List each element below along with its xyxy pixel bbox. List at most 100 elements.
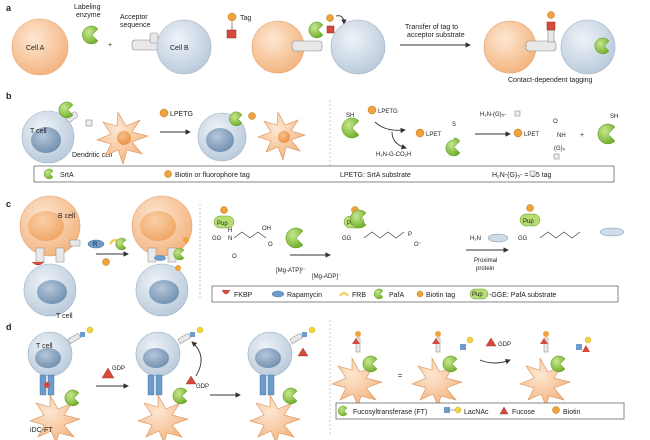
n-label-1: N [228, 236, 232, 242]
nh-label: NH [557, 133, 566, 139]
tag-icon: Tag [226, 12, 251, 39]
legend-rapamycin: Rapamycin [287, 292, 322, 299]
legend-frb: FRB [352, 292, 366, 299]
t-cell-label-d: T cell [36, 343, 53, 350]
acceptor-label-1: Acceptor [120, 14, 148, 21]
legend-b: SrtA Biotin or fluorophore tag LPETG: Sr… [33, 165, 615, 183]
legend-pup: Pup [472, 292, 483, 298]
contact-tagging-label: Contact-dependent tagging [508, 77, 593, 84]
fucose-icon-1 [101, 367, 115, 379]
mg-adp-label: [Mg-ADP]⁻ [312, 274, 341, 280]
ft-reaction-detail: = GDP [331, 331, 592, 407]
h2n-label-c: H₂N [470, 236, 481, 242]
legend-fucosyltransferase: Fucosyltransferase (FT) [353, 409, 427, 416]
gg-label-3: GG [518, 236, 528, 242]
legend-lpetg: LPETG: SrtA substrate [340, 172, 411, 179]
labeling-enzyme-label-1: Labeling [74, 4, 101, 11]
plus-sign-b: + [580, 132, 584, 139]
sh-label-2: SH [610, 114, 618, 120]
d-cell-pair-3 [247, 326, 316, 440]
cell-a: Cell A [11, 18, 69, 76]
gdp-label-1: GDP [112, 366, 125, 372]
gdp-label-2: GDP [196, 384, 209, 390]
oh-label-1: OH [262, 226, 271, 232]
panel-a-label: a [6, 3, 12, 13]
equals-sign: = [398, 373, 402, 380]
legend-lacnac: LacNAc [464, 409, 489, 416]
panel-d: d T cell iDC-FT GDP [6, 320, 625, 440]
legend-pafa: PafA [389, 292, 405, 299]
pafa-icon [115, 237, 127, 251]
gdp-label-3: GDP [498, 342, 511, 348]
cell-a-label: Cell A [26, 45, 45, 52]
labeling-enzyme: Labeling enzyme [74, 4, 101, 45]
legend-d: Fucosyltransferase (FT) LacNAc Fucose Bi… [335, 402, 625, 420]
pup-label-3: Pup [523, 219, 534, 225]
acceptor-label-2: sequence [120, 22, 150, 29]
t-cell-b: T cell [21, 101, 79, 164]
idc-ft-label: iDC-FT [30, 427, 53, 434]
panel-a: a Cell A Labeling enzyme + Acceptor sequ… [6, 3, 616, 84]
cell-pair-contact [251, 14, 386, 75]
labeling-enzyme-label-2: enzyme [76, 12, 101, 19]
t-cell-dc-tagged [197, 110, 306, 162]
panel-c: c B cell T cell R [6, 195, 625, 320]
r-label: R [93, 242, 98, 248]
panel-d-label: d [6, 322, 12, 332]
o-label-b: O [553, 119, 558, 125]
legend-biotin-tag: Biotin tag [426, 292, 455, 299]
h2n-g5-label: H₂N-(G)₅- [480, 112, 506, 118]
gg-label-1: GG [212, 236, 222, 242]
h-label-1: H [228, 228, 232, 234]
h2n-g-co2h-label: H₂N-G-CO₂H [376, 152, 411, 158]
legend-fkbp: FKBP [234, 292, 253, 299]
legend-biotin-fluorophore: Biotin or fluorophore tag [175, 172, 250, 179]
gg-label-2: GG [342, 236, 352, 242]
pup-label-1: Pup [217, 221, 228, 227]
mg-atp-label: [Mg-ATP]²⁻ [276, 268, 306, 274]
biotin-tag-icon [159, 108, 169, 118]
t-cell-label-c: T cell [56, 313, 73, 320]
o-label-2: O [232, 254, 237, 260]
transfer-label-1: Transfer of tag to [405, 24, 458, 31]
biotin-tag-c-icon [102, 258, 110, 266]
cell-b: Cell B [131, 19, 212, 75]
legend-biotin-d: Biotin [563, 409, 581, 416]
lpet-label-1: LPET [426, 132, 441, 138]
cell-b-label: Cell B [170, 45, 189, 52]
g5-tag-square [85, 119, 93, 127]
panel-b: b T cell Dendritic cell LPETG [6, 91, 618, 183]
lpetg-label-1: LPETG [170, 111, 193, 118]
proximal-label-2: protein [476, 266, 494, 272]
dendritic-cell-label: Dendritic cell [72, 152, 113, 159]
legend-pafa-substrate: -GGE: PafA substrate [489, 292, 556, 299]
panel-b-label: b [6, 91, 12, 101]
lpetg-label-2: LPETG [378, 109, 398, 115]
rapamycin-icon [87, 239, 105, 249]
s-label: S [452, 122, 456, 128]
transfer-label-2: acceptor substrate [407, 32, 465, 39]
d-cell-pair-2 [135, 326, 204, 440]
g5-label: (G)₅ [554, 146, 566, 152]
legend-fucose: Fucose [512, 409, 535, 416]
d-cell-pair-1: T cell iDC-FT [27, 326, 94, 440]
tagged-cell-pair [483, 11, 616, 75]
srta-reaction: SH LPETG H₂N-G-CO₂H LPET S H₂N-(G)₅- LPE… [341, 105, 618, 160]
legend-c: FKBP Rapamycin FRB PafA Biotin tag Pup -… [211, 285, 619, 303]
legend-g5-tag: H₂N-(G)₅- = G5 tag [492, 172, 552, 179]
plus-sign: + [108, 42, 112, 49]
bt-cell-pair-1: B cell T cell [19, 195, 81, 320]
lpet-label-2: LPET [524, 132, 539, 138]
p-label: P [408, 232, 412, 238]
bt-cell-pair-2 [131, 195, 193, 317]
b-cell-label: B cell [58, 213, 76, 220]
legend-srta: SrtA [60, 172, 74, 179]
sh-label-1: SH [346, 113, 354, 119]
pafa-reaction: Pup GG N H OH O O [Mg-ATP]²⁻ [Mg-ADP]⁻ P… [212, 204, 625, 280]
tag-label: Tag [240, 15, 251, 22]
o-label-1: O [268, 242, 273, 248]
dendritic-cell-1 [96, 110, 150, 165]
t-cell-label-b: T cell [30, 128, 47, 135]
proximal-label-1: Proximal [474, 258, 497, 264]
